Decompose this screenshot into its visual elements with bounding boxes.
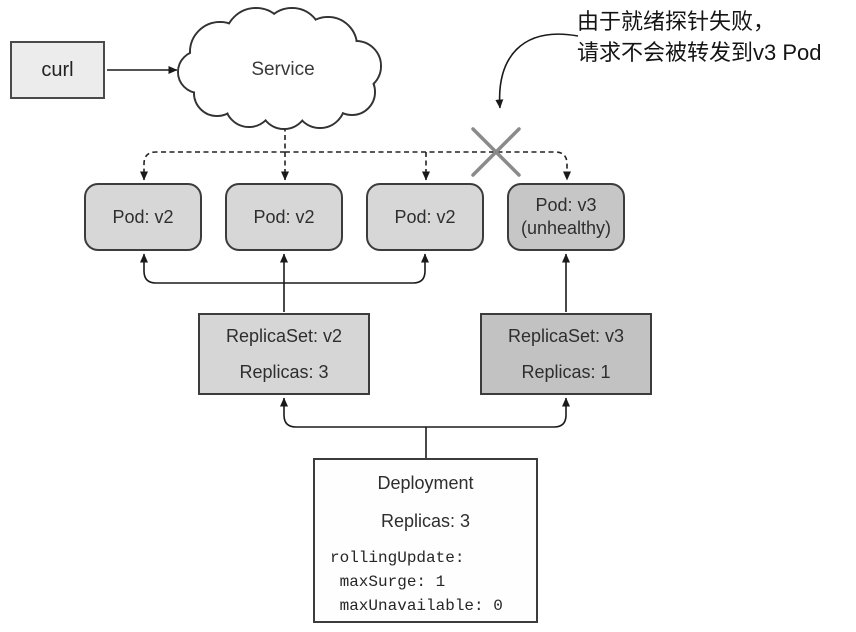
pod-v2-box-1: Pod: v2 [84,183,202,251]
deployment-title: Deployment [377,473,474,493]
deployment-rollingupdate-config: rollingUpdate: maxSurge: 1 maxUnavailabl… [330,546,536,618]
replicaset-replicas: Replicas: 1 [521,361,611,382]
yaml-line: rollingUpdate: [330,549,465,567]
replicaset-replicas: Replicas: 3 [239,361,329,382]
pod-label: Pod: v3 [535,195,597,215]
pod-v2-box-3: Pod: v2 [366,183,484,251]
replicaset-v2-box: ReplicaSet: v2 Replicas: 3 [198,313,370,395]
service-label: Service [233,57,333,83]
annotation-arrow [495,33,579,109]
deployment-replicas: Replicas: 3 [380,511,471,531]
readiness-probe-annotation: 由于就绪探针失败， 请求不会被转发到v3 Pod [577,6,822,68]
pod-label: Pod: v2 [394,206,456,227]
replicaset-title: ReplicaSet: v2 [225,325,343,346]
deployment-to-replicasets-arrows [280,397,570,458]
replicaset-v3-box: ReplicaSet: v3 Replicas: 1 [480,313,652,395]
annotation-line-2: 请求不会被转发到v3 Pod [577,40,822,65]
curl-label: curl [41,58,74,81]
yaml-line: maxUnavailable: 0 [330,597,503,615]
service-cloud [177,7,382,130]
deployment-box: Deployment Replicas: 3 rollingUpdate: ma… [313,458,538,623]
pod-label: Pod: v2 [253,206,315,227]
pod-v2-box-2: Pod: v2 [225,183,343,251]
yaml-line: maxSurge: 1 [330,573,446,591]
curl-client-box: curl [10,41,105,99]
x-mark-icon [471,127,521,177]
service-to-pods-dashed-lines [140,118,571,181]
replicaset-v2-to-pods-arrows [140,253,429,312]
service-label-text: Service [251,59,315,80]
pod-label: Pod: v2 [112,206,174,227]
replicaset-title: ReplicaSet: v3 [507,325,625,346]
annotation-line-1: 由于就绪探针失败， [577,9,776,34]
pod-v3-unhealthy-box: Pod: v3 (unhealthy) [507,183,625,251]
pod-sublabel: (unhealthy) [520,218,612,238]
